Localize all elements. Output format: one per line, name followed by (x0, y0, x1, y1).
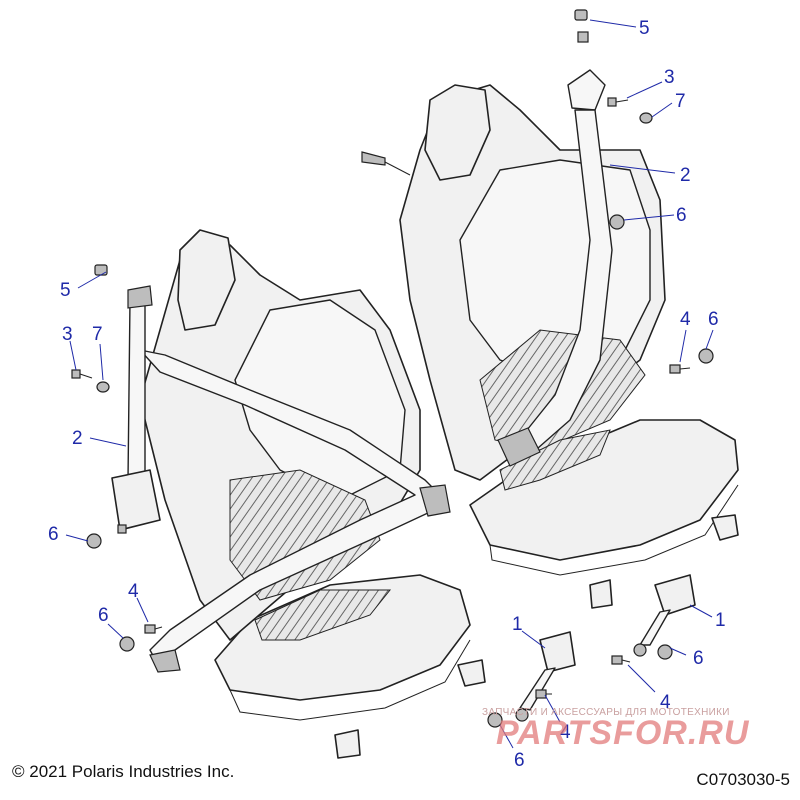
callout-6-right-lower: 6 (693, 648, 704, 669)
callout-6-right-mid: 6 (708, 309, 719, 330)
bolt-3-left (71, 369, 93, 379)
washer-7-right (639, 112, 653, 124)
left-seat-headrest (177, 229, 236, 331)
nut-6-d (119, 636, 135, 652)
nut-6-b (698, 348, 714, 364)
callout-1-center: 1 (512, 614, 523, 635)
right-seat (361, 84, 739, 609)
nut-6-c (86, 533, 102, 549)
bolt-4-a (669, 364, 691, 374)
nut-6-a (609, 214, 625, 230)
copyright-text: © 2021 Polaris Industries Inc. (12, 762, 235, 781)
center-buckle (515, 631, 576, 722)
callout-5-right: 5 (639, 18, 650, 39)
callout-3-right: 3 (664, 67, 675, 88)
watermark-tagline: ЗАПЧАСТИ И АКСЕССУАРЫ ДЛЯ МОТОТЕХНИКИ (482, 707, 730, 718)
callout-2-left: 2 (72, 428, 83, 449)
callout-4-right-lower: 4 (660, 692, 671, 713)
callout-7-right: 7 (675, 91, 686, 112)
callout-5-left: 5 (60, 280, 71, 301)
leader-lines (65, 19, 714, 749)
callout-7-left: 7 (92, 324, 103, 345)
right-seat-headrest (424, 84, 491, 181)
right-seat-foot-front (711, 514, 739, 541)
callout-2-right: 2 (680, 165, 691, 186)
bolt-3-right (607, 97, 629, 107)
right-buckle (633, 574, 696, 657)
left-seat-foot-front (457, 659, 486, 687)
left-seat-foot-rear (334, 729, 361, 759)
callout-1-right: 1 (715, 610, 726, 631)
callout-4-right-upper: 4 (680, 309, 691, 330)
callout-6-left-upper: 6 (48, 524, 59, 545)
callout-4-center-lower: 4 (560, 722, 571, 743)
right-seat-belt (497, 31, 613, 467)
nut-6-e (657, 644, 673, 660)
callout-4-left: 4 (128, 581, 139, 602)
bolt-4-d (535, 689, 552, 699)
callout-6-center-lower: 6 (514, 750, 525, 771)
callout-6-left-lower: 6 (98, 605, 109, 626)
watermark-logo: PARTSFOR.RU (496, 714, 750, 752)
callout-3-left: 3 (62, 324, 73, 345)
right-seat-foot-rear (589, 579, 613, 609)
nut-6-f (487, 712, 503, 728)
left-belt-retractor (111, 469, 161, 531)
nut-5-right (574, 9, 588, 21)
left-seat-belt (111, 285, 451, 673)
left-seat-cushion (214, 574, 471, 701)
callout-6-right-upper: 6 (676, 205, 687, 226)
bolt-4-b (144, 624, 163, 634)
callout-numbers: 1 1 2 2 3 3 4 4 4 4 5 5 6 6 6 6 6 6 7 7 (48, 18, 726, 771)
figure-id: C0703030-5 (696, 770, 790, 789)
nut-5-left (94, 264, 108, 276)
bolt-4-c (611, 655, 631, 665)
washer-7-left (96, 381, 110, 393)
